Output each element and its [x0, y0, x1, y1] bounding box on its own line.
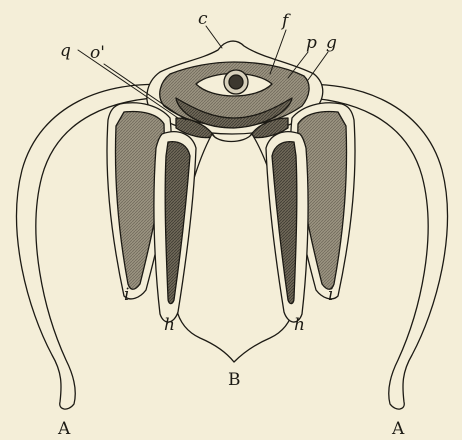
label-p: p [306, 33, 317, 53]
central-globe-core [229, 75, 243, 89]
label-g: g [326, 33, 337, 53]
label-i-left: i [124, 285, 129, 305]
label-f: f [280, 11, 291, 31]
label-A-left: A [57, 419, 71, 439]
label-A-right: A [391, 419, 405, 439]
label-q: q [60, 41, 71, 61]
label-h-left: h [164, 315, 175, 335]
label-c: c [198, 9, 208, 29]
label-i-right: i [328, 285, 333, 305]
label-B: B [228, 370, 241, 390]
label-o-prime: o' [90, 43, 105, 63]
leader-g [308, 52, 328, 80]
label-h-right: h [294, 315, 305, 335]
leader-c [206, 26, 222, 48]
